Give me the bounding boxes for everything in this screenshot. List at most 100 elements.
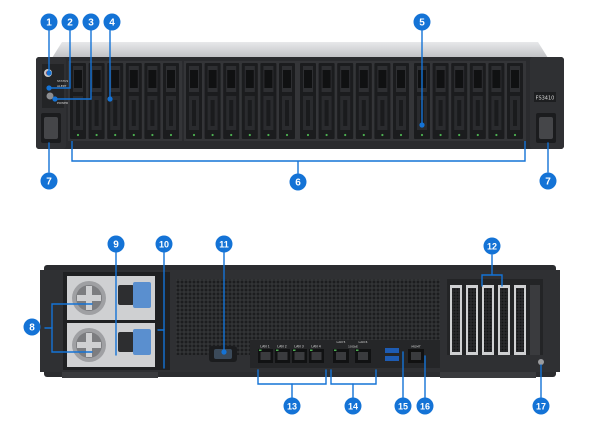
- psu-2-power-socket[interactable]: [118, 332, 134, 352]
- callout-7-right: 7: [539, 172, 557, 190]
- callout-14: 14: [344, 397, 362, 415]
- callouts: 1 2 3 4 5 6 7 7 8 9 10 11 12 13 14 15 16…: [23, 13, 557, 415]
- lan10g-port-label: LAN 6: [359, 340, 368, 344]
- lan-port[interactable]: [258, 349, 273, 363]
- callout-16: 16: [416, 397, 434, 415]
- drive-status-led: [325, 133, 328, 137]
- drive-bay[interactable]: [241, 63, 258, 139]
- psu-1-release-latch[interactable]: [133, 282, 151, 308]
- svg-text:2: 2: [67, 18, 73, 29]
- indicator-power-label: POWER: [57, 101, 68, 105]
- lan10g-caption: 10GbE: [348, 345, 358, 349]
- callout-6: 6: [289, 173, 307, 191]
- model-badge: [534, 92, 556, 102]
- drive-status-led: [267, 133, 270, 137]
- drive-status-led: [344, 133, 347, 137]
- usb-port-1[interactable]: [385, 348, 399, 353]
- lan10g-port[interactable]: [355, 349, 371, 363]
- psu-1-power-socket[interactable]: [118, 285, 134, 305]
- beep-off-button[interactable]: [46, 92, 54, 100]
- lan-port[interactable]: [309, 349, 324, 363]
- drive-status-led: [495, 133, 498, 137]
- svg-text:13: 13: [287, 402, 297, 412]
- pcie-slots: [447, 279, 543, 355]
- drive-bay[interactable]: [163, 63, 179, 139]
- drive-status-led: [381, 133, 384, 137]
- drive-bay[interactable]: [88, 63, 105, 139]
- callout-17: 17: [532, 397, 550, 415]
- drive-bay[interactable]: [204, 63, 221, 139]
- drive-bay[interactable]: [260, 63, 277, 139]
- drive-bay[interactable]: [355, 63, 372, 139]
- drive-status-led: [399, 133, 403, 137]
- model-label: FS3410: [536, 96, 555, 102]
- callout-1: 1: [40, 13, 58, 31]
- svg-text:10: 10: [159, 240, 169, 250]
- drive-status-led: [420, 133, 424, 137]
- svg-text:3: 3: [88, 18, 94, 29]
- lan-port-label: LAN 4: [311, 345, 320, 349]
- drive-bay[interactable]: [374, 63, 391, 139]
- drive-bay[interactable]: [279, 63, 295, 139]
- callout-8: 8: [23, 318, 41, 336]
- lan-port-label: LAN 2: [277, 345, 286, 349]
- lan10g-port[interactable]: [333, 349, 349, 363]
- usb-port-2[interactable]: [385, 356, 399, 361]
- drive-bay[interactable]: [318, 63, 335, 139]
- drive-bay[interactable]: [507, 63, 523, 139]
- svg-text:1: 1: [46, 18, 52, 29]
- drive-bay[interactable]: [300, 63, 316, 139]
- drive-bay[interactable]: [107, 63, 124, 139]
- svg-text:7: 7: [46, 177, 52, 188]
- drive-status-led: [513, 133, 517, 137]
- lan-port[interactable]: [292, 349, 307, 363]
- callout-2: 2: [61, 13, 79, 31]
- drive-bay[interactable]: [337, 63, 354, 139]
- drive-bay[interactable]: [432, 63, 449, 139]
- callout-4: 4: [103, 13, 121, 31]
- drive-status-led: [192, 133, 196, 137]
- drive-status-led: [285, 133, 289, 137]
- callout-5: 5: [413, 13, 431, 31]
- drive-status-led: [114, 133, 117, 137]
- drive-status-led: [439, 133, 442, 137]
- callout-13: 13: [283, 397, 301, 415]
- callout-15: 15: [394, 397, 412, 415]
- drive-bay[interactable]: [469, 63, 486, 139]
- drive-bay[interactable]: [144, 63, 161, 139]
- psu-2-release-latch[interactable]: [133, 329, 151, 355]
- drive-status-led: [169, 133, 173, 137]
- drive-status-led: [306, 133, 310, 137]
- drive-bay[interactable]: [223, 63, 240, 139]
- front-panel: FS3410 STATUS ALERT POWER: [36, 42, 564, 175]
- reset-button[interactable]: [538, 359, 544, 365]
- drive-bay[interactable]: [125, 63, 142, 139]
- drive-bay[interactable]: [451, 63, 468, 139]
- lan-port-label: LAN 1: [260, 345, 269, 349]
- drive-bay[interactable]: [393, 63, 409, 139]
- callout-11: 11: [215, 235, 233, 253]
- callout-9: 9: [107, 235, 125, 253]
- lan-port[interactable]: [275, 349, 290, 363]
- drive-bay[interactable]: [488, 63, 505, 139]
- drive-status-led: [132, 133, 135, 137]
- drive-status-led: [151, 133, 154, 137]
- svg-text:7: 7: [545, 177, 551, 188]
- drive-status-led: [76, 133, 80, 137]
- svg-text:6: 6: [295, 178, 301, 189]
- indicator-alert-label: ALERT: [57, 84, 66, 88]
- drive-status-led: [476, 133, 479, 137]
- svg-text:5: 5: [419, 18, 425, 29]
- drive-bay[interactable]: [186, 63, 202, 139]
- svg-text:11: 11: [219, 240, 229, 250]
- lan-10g-group: LAN 5 LAN 6: [333, 340, 371, 363]
- drive-status-led: [248, 133, 251, 137]
- drive-bay[interactable]: [70, 63, 86, 139]
- indicator-status-label: STATUS: [57, 79, 68, 83]
- lan10g-port-label: LAN 5: [337, 340, 346, 344]
- drive-status-led: [230, 133, 233, 137]
- svg-text:15: 15: [398, 402, 408, 412]
